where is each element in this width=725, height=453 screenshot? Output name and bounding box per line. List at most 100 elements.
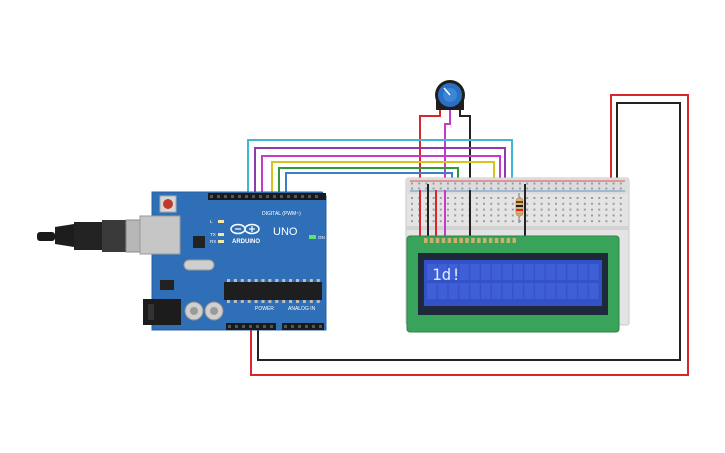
breadboard-hole[interactable] bbox=[454, 197, 457, 199]
breadboard-hole[interactable] bbox=[461, 187, 464, 190]
breadboard-hole[interactable] bbox=[612, 214, 615, 217]
power-pin[interactable] bbox=[256, 325, 259, 328]
breadboard-hole[interactable] bbox=[526, 208, 529, 211]
breadboard-hole[interactable] bbox=[454, 208, 457, 211]
arduino-uno[interactable]: ARDUINO UNO DIGITAL (PWM~) ANALOG IN POW… bbox=[37, 191, 327, 331]
breadboard-hole[interactable] bbox=[439, 208, 442, 211]
breadboard-hole[interactable] bbox=[533, 214, 536, 217]
breadboard-hole[interactable] bbox=[490, 202, 493, 205]
analog-pin[interactable] bbox=[284, 325, 287, 328]
digital-pin[interactable] bbox=[245, 195, 248, 198]
breadboard-hole[interactable] bbox=[576, 187, 579, 190]
wire-pot-right[interactable] bbox=[459, 108, 471, 190]
breadboard-hole[interactable] bbox=[605, 220, 608, 223]
breadboard-hole[interactable] bbox=[461, 208, 464, 211]
breadboard-hole[interactable] bbox=[619, 182, 622, 185]
breadboard-hole[interactable] bbox=[605, 214, 608, 217]
breadboard-hole[interactable] bbox=[555, 202, 557, 205]
breadboard-hole[interactable] bbox=[447, 220, 449, 223]
breadboard-hole[interactable] bbox=[562, 208, 565, 211]
breadboard-hole[interactable] bbox=[533, 197, 536, 199]
lcd-pin[interactable] bbox=[500, 238, 505, 243]
breadboard-hole[interactable] bbox=[605, 197, 608, 199]
wire-power-5v[interactable] bbox=[250, 94, 689, 376]
breadboard-hole[interactable] bbox=[475, 197, 478, 199]
digital-pin[interactable] bbox=[294, 195, 297, 198]
breadboard-hole[interactable] bbox=[612, 202, 615, 205]
breadboard-hole[interactable] bbox=[569, 220, 572, 223]
digital-pin[interactable] bbox=[266, 195, 269, 198]
breadboard-hole[interactable] bbox=[483, 214, 485, 217]
breadboard-hole[interactable] bbox=[483, 208, 485, 211]
breadboard-hole[interactable] bbox=[432, 187, 435, 190]
breadboard-hole[interactable] bbox=[569, 187, 572, 190]
breadboard-hole[interactable] bbox=[439, 187, 442, 190]
breadboard-hole[interactable] bbox=[439, 220, 442, 223]
breadboard-hole[interactable] bbox=[475, 214, 478, 217]
breadboard-hole[interactable] bbox=[547, 182, 550, 185]
breadboard-hole[interactable] bbox=[605, 187, 608, 190]
breadboard-hole[interactable] bbox=[562, 182, 565, 185]
breadboard-hole[interactable] bbox=[591, 214, 593, 217]
breadboard-hole[interactable] bbox=[612, 187, 615, 190]
breadboard-hole[interactable] bbox=[540, 202, 543, 205]
breadboard-hole[interactable] bbox=[511, 214, 514, 217]
breadboard-hole[interactable] bbox=[576, 182, 579, 185]
lcd-pin[interactable] bbox=[483, 238, 487, 243]
breadboard-hole[interactable] bbox=[411, 197, 413, 199]
breadboard-hole[interactable] bbox=[583, 220, 586, 223]
breadboard-hole[interactable] bbox=[447, 214, 449, 217]
breadboard-hole[interactable] bbox=[490, 182, 493, 185]
breadboard-hole[interactable] bbox=[612, 182, 615, 185]
breadboard-hole[interactable] bbox=[569, 208, 572, 211]
breadboard-hole[interactable] bbox=[562, 197, 565, 199]
lcd-pin[interactable] bbox=[512, 238, 517, 243]
digital-pin[interactable] bbox=[301, 195, 304, 198]
breadboard-hole[interactable] bbox=[605, 202, 608, 205]
breadboard-hole[interactable] bbox=[576, 220, 579, 223]
breadboard-hole[interactable] bbox=[497, 187, 500, 190]
digital-pin[interactable] bbox=[231, 195, 234, 198]
breadboard-hole[interactable] bbox=[490, 214, 493, 217]
breadboard-hole[interactable] bbox=[540, 197, 543, 199]
breadboard-hole[interactable] bbox=[605, 208, 608, 211]
breadboard-hole[interactable] bbox=[497, 202, 500, 205]
lcd-pin[interactable] bbox=[441, 238, 446, 243]
breadboard-hole[interactable] bbox=[619, 197, 622, 199]
breadboard-hole[interactable] bbox=[461, 220, 464, 223]
breadboard-hole[interactable] bbox=[490, 197, 493, 199]
breadboard-hole[interactable] bbox=[598, 187, 601, 190]
digital-pin[interactable] bbox=[315, 195, 318, 198]
breadboard-hole[interactable] bbox=[547, 220, 550, 223]
breadboard-hole[interactable] bbox=[555, 220, 557, 223]
breadboard-hole[interactable] bbox=[526, 202, 529, 205]
breadboard-hole[interactable] bbox=[591, 208, 593, 211]
breadboard-hole[interactable] bbox=[540, 182, 543, 185]
breadboard-hole[interactable] bbox=[612, 197, 615, 199]
breadboard-hole[interactable] bbox=[576, 214, 579, 217]
lcd-pin[interactable] bbox=[453, 238, 458, 243]
breadboard-hole[interactable] bbox=[619, 220, 622, 223]
breadboard-hole[interactable] bbox=[425, 220, 428, 223]
breadboard-hole[interactable] bbox=[583, 197, 586, 199]
breadboard-hole[interactable] bbox=[562, 187, 565, 190]
breadboard-hole[interactable] bbox=[475, 182, 478, 185]
reset-button[interactable] bbox=[159, 195, 177, 213]
breadboard-hole[interactable] bbox=[425, 197, 428, 199]
breadboard-hole[interactable] bbox=[454, 182, 457, 185]
breadboard-hole[interactable] bbox=[504, 187, 507, 190]
breadboard-hole[interactable] bbox=[555, 214, 557, 217]
digital-pin[interactable] bbox=[259, 195, 262, 198]
breadboard-hole[interactable] bbox=[583, 208, 586, 211]
breadboard-hole[interactable] bbox=[591, 220, 593, 223]
breadboard-hole[interactable] bbox=[569, 214, 572, 217]
breadboard-hole[interactable] bbox=[591, 187, 593, 190]
breadboard-hole[interactable] bbox=[468, 187, 471, 190]
breadboard-hole[interactable] bbox=[547, 214, 550, 217]
digital-pin[interactable] bbox=[280, 195, 283, 198]
breadboard-hole[interactable] bbox=[411, 182, 413, 185]
breadboard-hole[interactable] bbox=[425, 187, 428, 190]
breadboard-hole[interactable] bbox=[454, 187, 457, 190]
power-pin-header[interactable] bbox=[226, 323, 276, 330]
breadboard-hole[interactable] bbox=[591, 197, 593, 199]
